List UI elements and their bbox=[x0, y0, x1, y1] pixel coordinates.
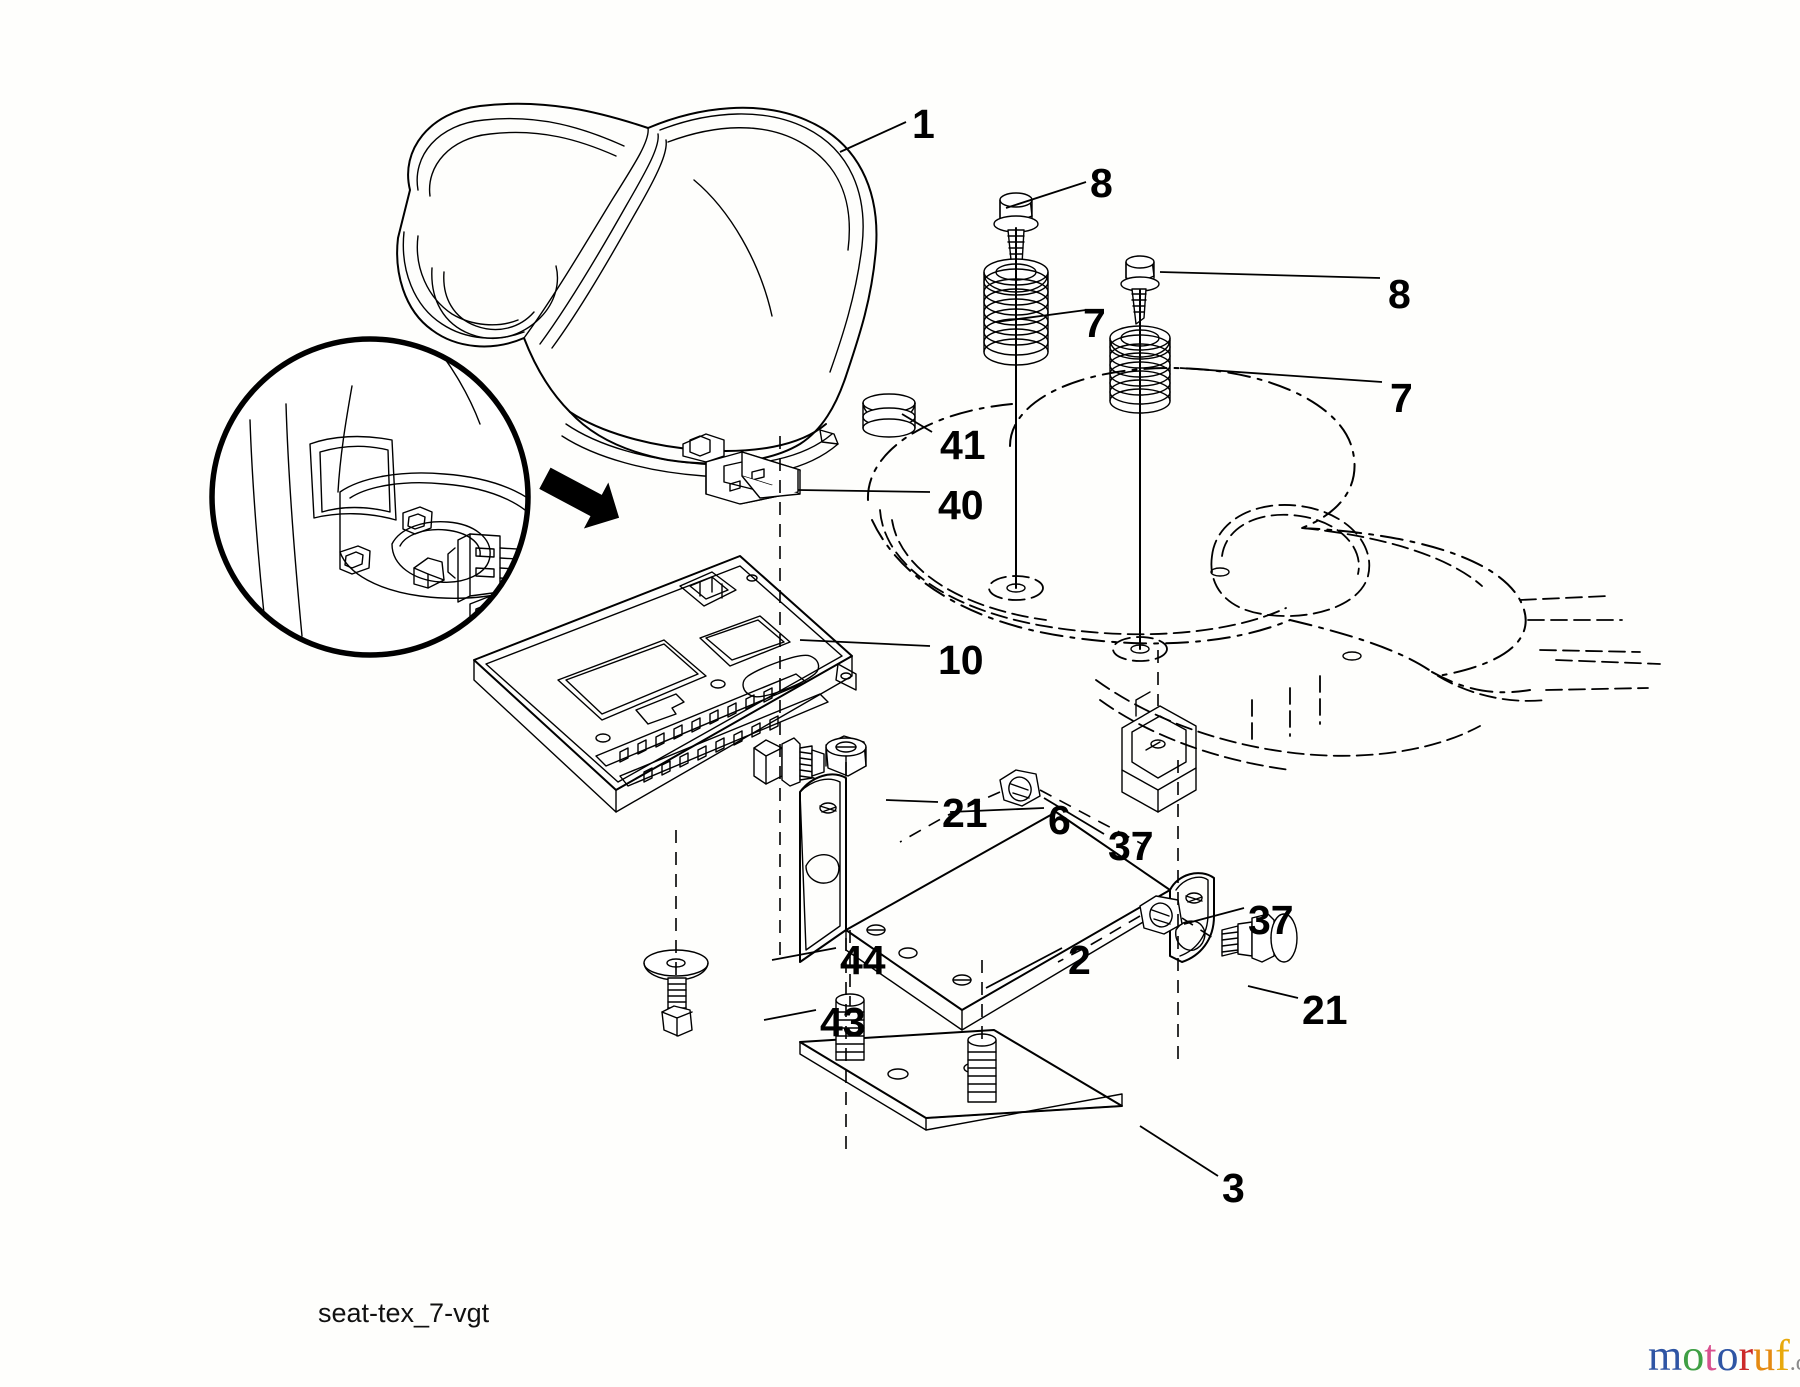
machine-screw-artwork bbox=[661, 977, 693, 1037]
callout-10: 10 bbox=[938, 637, 984, 683]
callout-1: 1 bbox=[912, 101, 935, 147]
callout-44: 44 bbox=[840, 937, 886, 983]
switch-bracket-artwork bbox=[682, 433, 801, 505]
wm-letter-o1: o bbox=[1682, 1331, 1705, 1380]
wm-letter-t: t bbox=[1704, 1331, 1717, 1380]
callout-2: 2 bbox=[1068, 937, 1091, 983]
mounting-plate-artwork bbox=[799, 993, 1123, 1131]
callout-7-right: 7 bbox=[1390, 375, 1413, 421]
hex-nut-front-artwork bbox=[1139, 895, 1183, 935]
wm-letter-o2: o bbox=[1716, 1331, 1739, 1380]
shoulder-bolt-right-artwork bbox=[1221, 913, 1298, 963]
callout-3: 3 bbox=[1222, 1165, 1245, 1211]
motoruf-watermark: motoruf.de bbox=[1648, 1330, 1800, 1381]
callout-21-left: 21 bbox=[942, 790, 988, 836]
callout-43: 43 bbox=[820, 999, 866, 1045]
hex-nut-rear-artwork bbox=[999, 769, 1041, 807]
callout-8-left: 8 bbox=[1090, 160, 1113, 206]
compression-spring-artwork bbox=[862, 393, 916, 438]
detail-arrow bbox=[539, 467, 620, 529]
wm-letter-u: u bbox=[1753, 1331, 1776, 1380]
wm-letter-f: f bbox=[1775, 1331, 1790, 1380]
wm-letter-r: r bbox=[1738, 1331, 1754, 1380]
leader-lines bbox=[763, 121, 1383, 1177]
callout-40: 40 bbox=[938, 482, 984, 528]
callout-37-rear: 37 bbox=[1108, 823, 1154, 869]
wm-dot: . bbox=[1789, 1350, 1796, 1376]
callout-41: 41 bbox=[940, 422, 986, 468]
callout-8-right: 8 bbox=[1388, 271, 1411, 317]
detail-inset-artwork bbox=[209, 336, 531, 658]
lock-nut-artwork bbox=[825, 735, 867, 777]
wm-letter-m: m bbox=[1648, 1331, 1683, 1380]
callout-6: 6 bbox=[1048, 797, 1071, 843]
callout-37-front: 37 bbox=[1248, 897, 1294, 943]
chassis-phantom-artwork bbox=[866, 366, 1661, 813]
diagram-caption: seat-tex_7-vgt bbox=[318, 1298, 490, 1328]
shoulder-bolt-left-artwork bbox=[753, 737, 825, 787]
callout-7-left: 7 bbox=[1083, 300, 1106, 346]
assembly-axis-lines bbox=[675, 227, 1217, 1150]
seat-pan-artwork bbox=[473, 555, 857, 813]
callout-21-right: 21 bbox=[1302, 987, 1348, 1033]
wm-suffix-de: de bbox=[1796, 1350, 1800, 1377]
